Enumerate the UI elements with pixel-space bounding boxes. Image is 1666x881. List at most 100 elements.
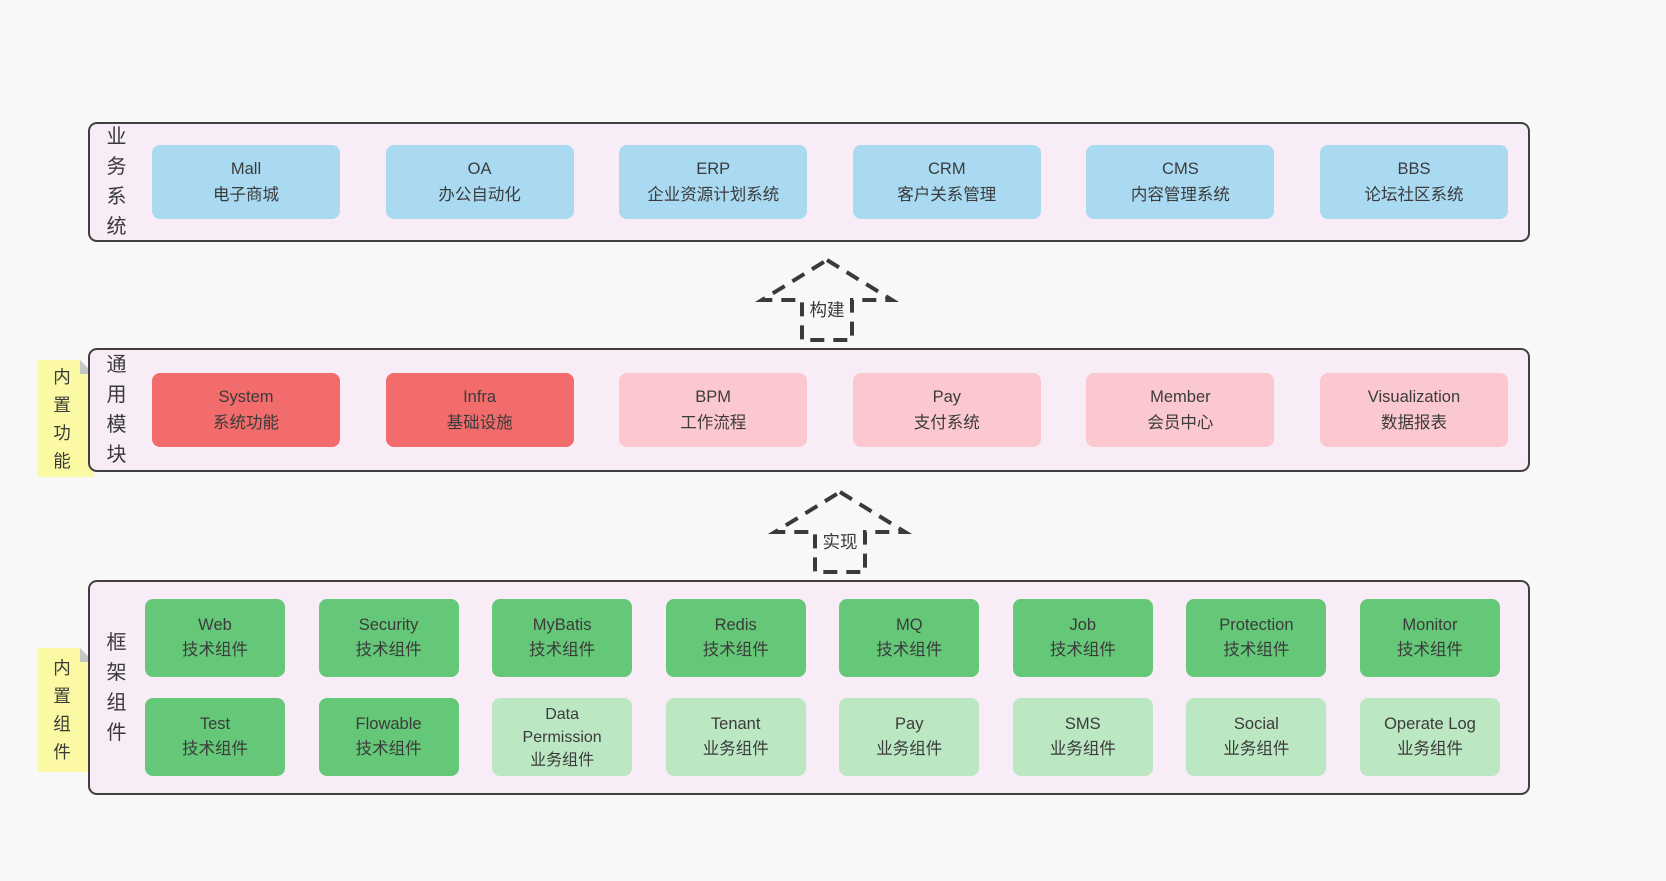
box-operate-log: Operate Log 业务组件: [1359, 698, 1500, 776]
box-subtitle: 业务组件: [1049, 740, 1116, 758]
box-subtitle: 基础设施: [446, 414, 513, 432]
box-subtitle: 客户关系管理: [897, 186, 997, 204]
arrow-label: 构建: [805, 296, 849, 323]
box-subtitle: 技术组件: [876, 641, 943, 659]
box-subtitle: 技术组件: [529, 641, 596, 659]
box-subtitle: 业务组件: [1396, 740, 1463, 758]
box-subtitle: 技术组件: [355, 740, 422, 758]
box-flowable: Flowable 技术组件: [318, 698, 459, 776]
box-title: Mall: [230, 160, 262, 178]
box-title: CMS: [1162, 160, 1199, 178]
box-bbs: BBS 论坛社区系统: [1319, 145, 1508, 219]
box-title: ERP: [696, 160, 731, 178]
box-protection: Protection 技术组件: [1186, 599, 1327, 677]
box-subtitle: 工作流程: [680, 414, 747, 432]
box-mybatis: MyBatis 技术组件: [492, 599, 633, 677]
up-arrow-icon: [767, 489, 913, 574]
box-title: Data Permission: [522, 705, 602, 746]
build-arrow: 构建: [752, 256, 902, 344]
box-cms: CMS 内容管理系统: [1086, 145, 1275, 219]
box-title: Monitor: [1402, 616, 1458, 634]
box-subtitle: 技术组件: [1049, 641, 1116, 659]
box-subtitle: 系统功能: [213, 414, 279, 432]
box-subtitle: 业务组件: [1223, 740, 1290, 758]
sticky-tab-label: 内置组件: [53, 658, 71, 762]
box-title: Job: [1069, 616, 1097, 634]
business-systems-row: Mall 电子商城 OA 办公自动化 ERP 企业资源计划系统 CRM 客户关系…: [152, 124, 1508, 240]
box-data-permission: Data Permission 业务组件: [492, 698, 633, 776]
box-subtitle: 企业资源计划系统: [647, 186, 780, 204]
box-title: Tenant: [710, 715, 761, 733]
box-title: OA: [467, 160, 492, 178]
box-security: Security 技术组件: [318, 599, 459, 677]
box-subtitle: 业务组件: [530, 751, 595, 769]
box-subtitle: 电子商城: [213, 186, 279, 204]
box-title: CRM: [927, 160, 966, 178]
box-mq: MQ 技术组件: [839, 599, 980, 677]
box-subtitle: 技术组件: [1223, 641, 1290, 659]
box-title: Redis: [714, 616, 757, 634]
box-pay-biz: Pay 业务组件: [839, 698, 980, 776]
box-title: BPM: [695, 388, 732, 406]
box-subtitle: 技术组件: [1396, 641, 1463, 659]
framework-components-panel: 框架组件 Web 技术组件 Security 技术组件 MyBatis 技术组件…: [88, 580, 1530, 795]
box-subtitle: 论坛社区系统: [1364, 186, 1464, 204]
box-subtitle: 技术组件: [182, 641, 248, 659]
box-social: Social 业务组件: [1186, 698, 1327, 776]
box-subtitle: 支付系统: [913, 414, 980, 432]
box-title: MQ: [895, 616, 923, 634]
box-subtitle: 数据报表: [1380, 414, 1447, 432]
framework-row-1: Web 技术组件 Security 技术组件 MyBatis 技术组件 Redi…: [145, 599, 1500, 677]
box-subtitle: 业务组件: [876, 740, 943, 758]
box-web: Web 技术组件: [145, 599, 285, 677]
box-bpm: BPM 工作流程: [619, 373, 808, 447]
box-subtitle: 内容管理系统: [1130, 186, 1230, 204]
sticky-tab-built-in-components: 内置组件: [38, 648, 94, 772]
box-pay: Pay 支付系统: [852, 373, 1041, 447]
box-title: Operate Log: [1384, 715, 1476, 733]
box-redis: Redis 技术组件: [665, 599, 806, 677]
business-systems-panel: 业务系统 Mall 电子商城 OA 办公自动化 ERP 企业资源计划系统 CRM…: [88, 122, 1530, 242]
box-title: MyBatis: [532, 616, 592, 634]
sticky-tab-built-in-features: 内置功能: [38, 360, 94, 477]
box-subtitle: 技术组件: [355, 641, 422, 659]
box-title: Test: [199, 715, 231, 733]
box-title: Web: [198, 616, 232, 634]
framework-components-rows: Web 技术组件 Security 技术组件 MyBatis 技术组件 Redi…: [145, 582, 1500, 793]
implement-arrow: 实现: [765, 488, 915, 576]
up-arrow-icon: [754, 257, 900, 342]
box-subtitle: 业务组件: [702, 740, 769, 758]
box-subtitle: 会员中心: [1147, 414, 1214, 432]
box-monitor: Monitor 技术组件: [1359, 599, 1500, 677]
arrow-label: 实现: [818, 528, 862, 555]
box-visualization: Visualization 数据报表: [1319, 373, 1508, 447]
common-modules-panel: 通用模块 System 系统功能 Infra 基础设施 BPM 工作流程 Pay…: [88, 348, 1530, 472]
box-title: BBS: [1397, 160, 1431, 178]
box-title: Protection: [1219, 616, 1294, 634]
box-title: Pay: [932, 388, 961, 406]
box-title: Member: [1150, 388, 1211, 406]
framework-row-2: Test 技术组件 Flowable 技术组件 Data Permission …: [145, 698, 1500, 776]
box-system: System 系统功能: [152, 373, 340, 447]
panel-label: 框架组件: [106, 631, 127, 744]
box-title: Visualization: [1367, 388, 1461, 406]
box-erp: ERP 企业资源计划系统: [619, 145, 808, 219]
box-title: SMS: [1064, 715, 1101, 733]
box-title: Infra: [463, 388, 497, 406]
box-title: Pay: [895, 715, 924, 733]
box-mall: Mall 电子商城: [152, 145, 340, 219]
box-title: Flowable: [355, 715, 422, 733]
box-member: Member 会员中心: [1086, 373, 1275, 447]
box-subtitle: 技术组件: [702, 641, 769, 659]
box-title: System: [218, 388, 274, 406]
common-modules-row: System 系统功能 Infra 基础设施 BPM 工作流程 Pay 支付系统…: [152, 350, 1508, 470]
panel-label: 业务系统: [106, 126, 127, 238]
box-title: Social: [1233, 715, 1279, 733]
box-tenant: Tenant 业务组件: [665, 698, 806, 776]
box-sms: SMS 业务组件: [1012, 698, 1153, 776]
box-crm: CRM 客户关系管理: [852, 145, 1041, 219]
box-infra: Infra 基础设施: [385, 373, 574, 447]
box-subtitle: 办公自动化: [438, 186, 521, 204]
box-title: Security: [358, 616, 419, 634]
box-subtitle: 技术组件: [182, 740, 248, 758]
